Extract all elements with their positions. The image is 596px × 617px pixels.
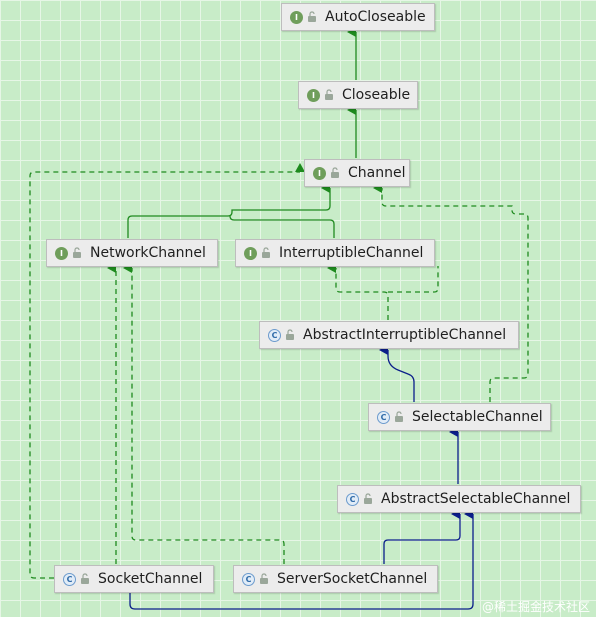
node-serversocketchannel[interactable]: C ServerSocketChannel (233, 565, 438, 593)
class-icon: C (377, 410, 390, 424)
edge-abstractinterruptible-interruptible (327, 263, 389, 320)
unlock-icon (395, 411, 403, 422)
class-icon: C (63, 572, 76, 586)
class-icon: C (268, 328, 281, 342)
unlock-icon (81, 573, 89, 584)
node-label: Closeable (342, 87, 411, 103)
edge-abstractinterruptible-interruptible-b (388, 266, 439, 293)
unlock-icon (73, 247, 81, 258)
node-label: ServerSocketChannel (277, 571, 428, 587)
edge-socketchannel-channel (29, 163, 305, 579)
unlock-icon (308, 11, 316, 22)
class-icon: C (242, 572, 255, 586)
class-icon: C (346, 492, 359, 506)
node-label: SocketChannel (98, 571, 203, 587)
edge-serversocketchannel-networkchannel (123, 263, 285, 564)
unlock-icon (260, 573, 268, 584)
node-networkchannel[interactable]: I NetworkChannel (46, 239, 218, 267)
edge-selectable-abstractinterruptible (379, 345, 415, 402)
unlock-icon (331, 167, 339, 178)
node-interruptiblechannel[interactable]: I InterruptibleChannel (235, 239, 435, 267)
edge-interruptiblechannel-channel (229, 215, 335, 238)
node-selectablechannel[interactable]: C SelectableChannel (368, 403, 551, 431)
interface-icon: I (290, 10, 303, 24)
node-socketchannel[interactable]: C SocketChannel (54, 565, 214, 593)
node-label: AbstractSelectableChannel (381, 491, 571, 507)
interface-icon: I (307, 88, 320, 102)
node-abstractinterruptiblechannel[interactable]: C AbstractInterruptibleChannel (259, 321, 519, 349)
edge-selectablechannel-channel (373, 183, 529, 402)
unlock-icon (262, 247, 270, 258)
node-label: AutoCloseable (325, 9, 426, 25)
unlock-icon (364, 493, 372, 504)
node-label: Channel (348, 165, 406, 181)
edge-networkchannel-channel (127, 183, 331, 238)
node-label: NetworkChannel (90, 245, 206, 261)
edge-serversocket-abstractselectable (383, 509, 461, 564)
interface-icon: I (244, 246, 257, 260)
unlock-icon (325, 89, 333, 100)
interface-icon: I (313, 166, 326, 180)
watermark: @稀土掘金技术社区 (481, 600, 590, 614)
node-label: SelectableChannel (412, 409, 543, 425)
node-label: AbstractInterruptibleChannel (303, 327, 507, 343)
interface-icon: I (55, 246, 68, 260)
node-autocloseable[interactable]: I AutoCloseable (281, 3, 435, 31)
node-label: InterruptibleChannel (279, 245, 424, 261)
node-closeable[interactable]: I Closeable (298, 81, 418, 109)
unlock-icon (286, 329, 294, 340)
node-channel[interactable]: I Channel (304, 159, 410, 187)
node-abstractselectablechannel[interactable]: C AbstractSelectableChannel (337, 485, 581, 513)
edge-socket-abstractselectable (129, 509, 474, 610)
